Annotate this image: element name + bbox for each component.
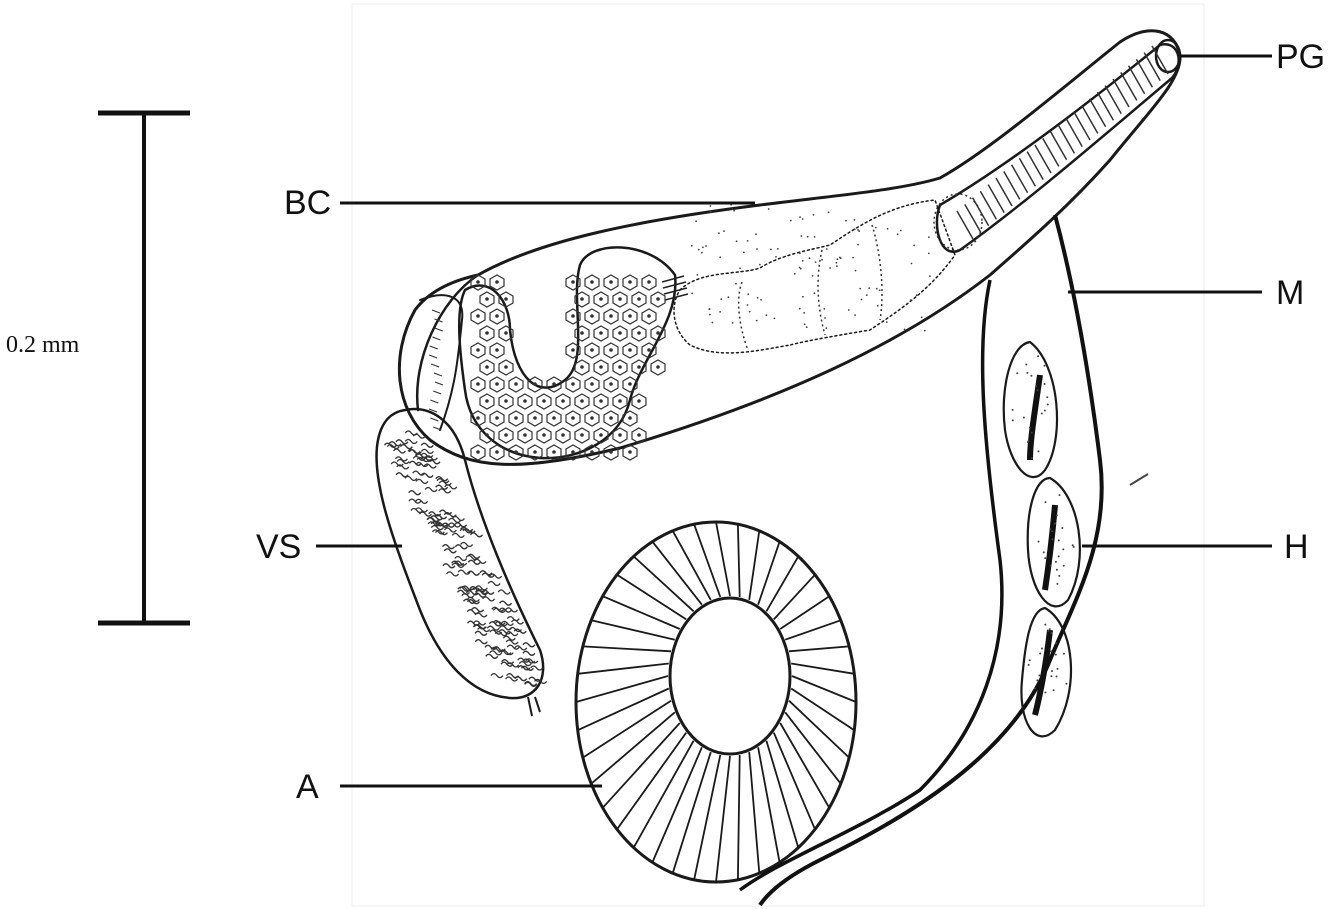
label-h: H (1284, 528, 1309, 566)
label-pg: PG (1276, 38, 1325, 76)
label-vs: VS (256, 528, 301, 566)
scale-bar (98, 113, 190, 623)
label-a: A (296, 768, 319, 806)
label-bc: BC (284, 184, 331, 222)
scale-bar-label: 0.2 mm (6, 332, 80, 358)
drawing-paper (352, 4, 1204, 906)
label-m: M (1276, 274, 1304, 312)
